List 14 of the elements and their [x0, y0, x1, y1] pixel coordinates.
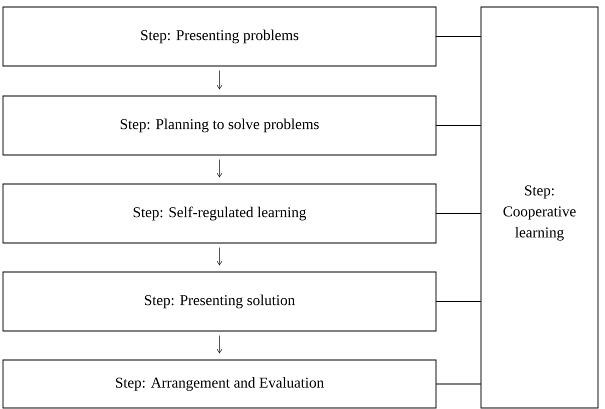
connector-line — [436, 36, 481, 37]
arrow — [216, 159, 222, 178]
arrow — [216, 247, 222, 266]
step-box: Step: Self-regulated learning — [2, 184, 436, 244]
step-box: Step: Presenting solution — [2, 272, 436, 332]
step-box: Step: Planning to solve problems — [2, 96, 436, 156]
step-box: Step: Arrangement and Evaluation — [2, 360, 436, 408]
connector-line — [436, 125, 481, 126]
arrow — [216, 70, 222, 90]
connector-line — [436, 213, 481, 214]
connector-line — [436, 301, 481, 302]
step-box: Step: Cooperative learning — [480, 6, 598, 408]
step-box: Step: Presenting problems — [2, 6, 436, 66]
arrow — [216, 335, 222, 354]
